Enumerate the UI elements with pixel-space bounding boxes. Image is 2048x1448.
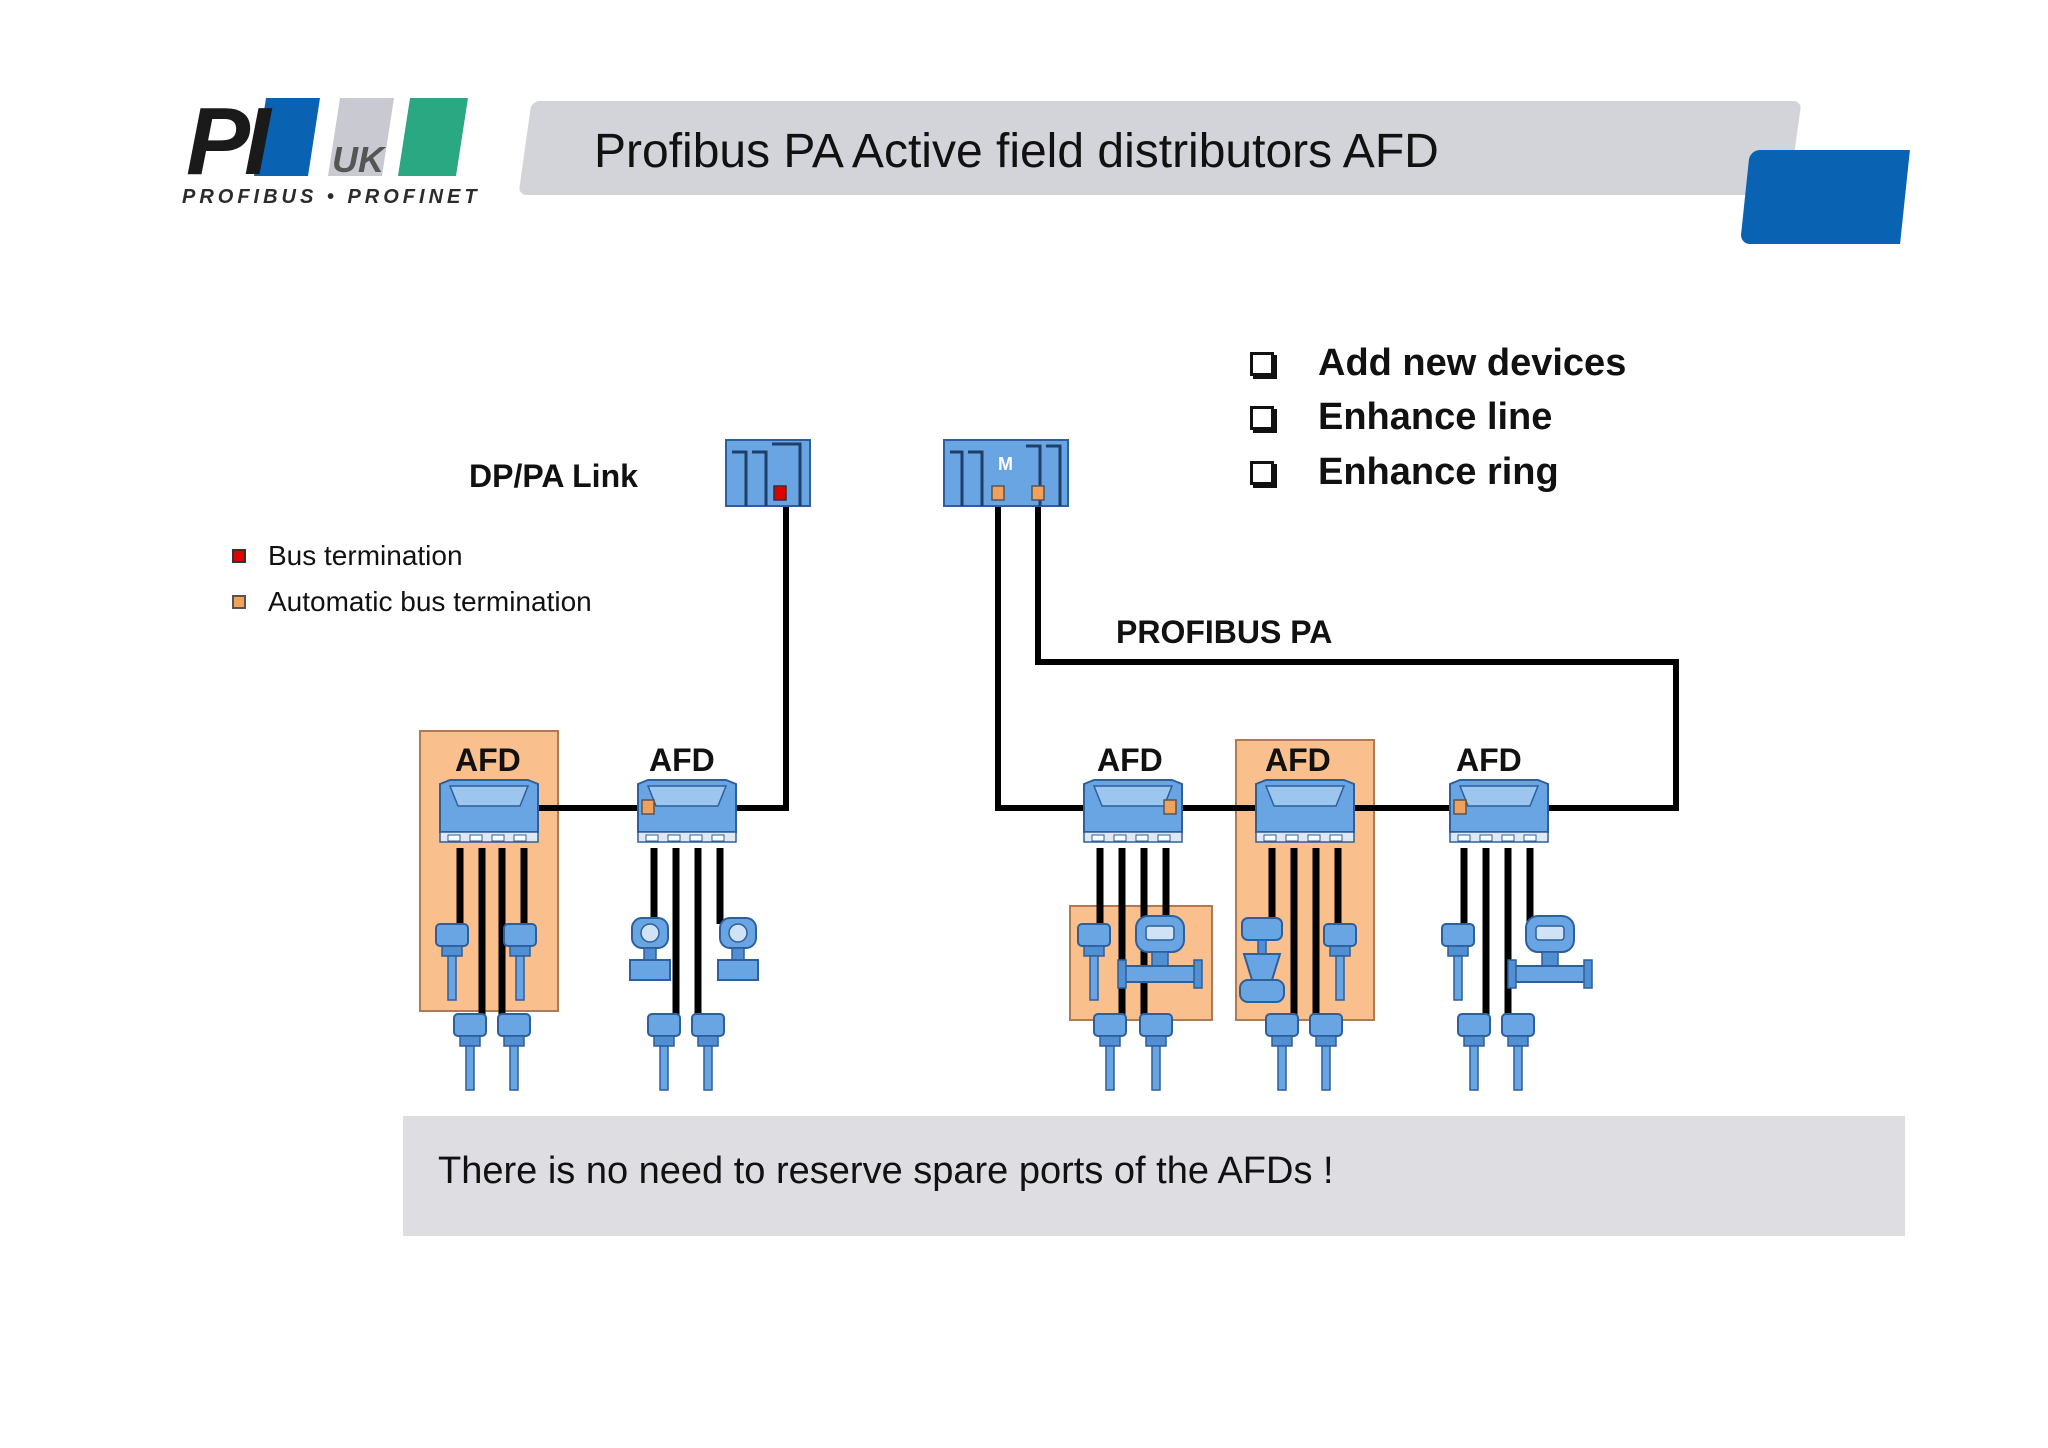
logo-mark: PI — [186, 92, 273, 184]
highlight-box-afd-1 — [419, 730, 559, 1012]
bullet-enhance-ring: Enhance ring — [1250, 451, 1559, 494]
bullet-text: Add new devices — [1318, 342, 1627, 384]
checkbox-icon — [1250, 460, 1274, 485]
trunk-cable — [736, 505, 789, 811]
module-label: M — [998, 454, 1013, 474]
afd-label-5: AFD — [1456, 742, 1522, 778]
legend-label: Automatic bus termination — [268, 586, 592, 617]
bullet-add-devices: Add new devices — [1250, 342, 1626, 385]
checkbox-icon — [1250, 405, 1274, 430]
dp-pa-link-rack — [725, 439, 811, 507]
pi-uk-logo: PI UK — [186, 92, 468, 184]
bullet-text: Enhance ring — [1318, 451, 1559, 493]
footer-note: There is no need to reserve spare ports … — [438, 1150, 1334, 1192]
legend-auto-termination: Automatic bus termination — [232, 586, 592, 618]
auto-termination-marker — [991, 485, 1005, 501]
auto-termination-marker — [641, 799, 655, 815]
afd-unit-2 — [637, 779, 737, 843]
footer-bar — [403, 1116, 1905, 1236]
field-devices — [435, 915, 1593, 1091]
afd-unit-1 — [439, 779, 539, 843]
slide-title: Profibus PA Active field distributors AF… — [594, 125, 1439, 178]
profibus-pa-label: PROFIBUS PA — [1116, 614, 1333, 650]
dp-pa-link-label: DP/PA Link — [469, 458, 638, 494]
bullet-enhance-line: Enhance line — [1250, 396, 1552, 439]
ring-cable — [1035, 505, 1679, 811]
logo-blue-block — [254, 98, 320, 176]
logo-grey-block — [328, 98, 394, 176]
afd-unit-5 — [1449, 779, 1549, 843]
afd-label-3: AFD — [1097, 742, 1163, 778]
logo-region: UK — [332, 139, 387, 180]
legend-label: Bus termination — [268, 540, 463, 571]
afd-unit-3 — [1083, 779, 1183, 843]
trunk-cable — [995, 505, 1086, 811]
afd-label-4: AFD — [1265, 742, 1331, 778]
red-square-icon — [232, 549, 246, 563]
orange-square-icon — [232, 595, 246, 609]
checkbox-icon — [1250, 351, 1274, 376]
afd-label-1: AFD — [455, 742, 521, 778]
legend-bus-termination: Bus termination — [232, 540, 463, 572]
auto-termination-marker — [1031, 485, 1045, 501]
bus-termination-marker — [773, 485, 787, 501]
bullet-text: Enhance line — [1318, 396, 1553, 438]
master-rack: M — [943, 439, 1069, 507]
auto-termination-marker — [1453, 799, 1467, 815]
afd-label-2: AFD — [649, 742, 715, 778]
logo-green-block — [398, 98, 468, 176]
afd-unit-4 — [1255, 779, 1355, 843]
auto-termination-marker — [1163, 799, 1177, 815]
logo-caption: PROFIBUS • PROFINET — [182, 186, 481, 208]
